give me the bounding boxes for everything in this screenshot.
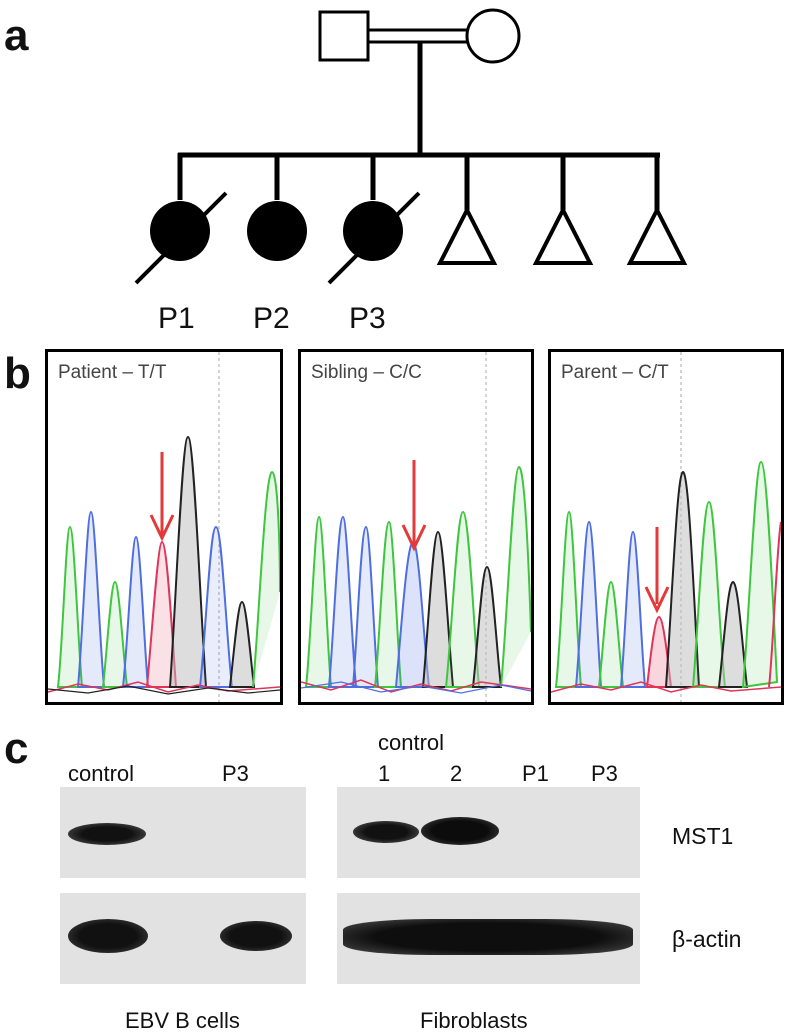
individual-label-p2: P2 [253,302,290,335]
p3-deceased-slash [327,191,421,285]
panel-c-letter: c [4,724,29,773]
band [68,823,146,845]
band [343,919,633,955]
p1-affected-circle [150,201,210,261]
lane-label-control-1: 1 [378,761,391,786]
father-square [318,10,370,62]
band [68,919,148,953]
p2-affected-circle [247,201,307,261]
lane-label-p3-right: P3 [591,761,618,786]
blot-ebv-mst1 [60,787,306,878]
chromatogram-patient: Patient – T/T [45,349,283,705]
blot-fibroblast-mst1 [337,787,640,878]
triangle-6 [626,205,688,265]
chromatogram-sibling: Sibling – C/C [298,349,534,705]
p1-deceased-slash [134,191,228,285]
lane-label-p3-left: P3 [222,761,249,786]
pedigree-diagram [134,8,688,285]
chromatogram-title: Sibling – C/C [311,362,422,383]
lane-header-control: control [378,730,445,755]
caption-fibroblasts: Fibroblasts [420,1008,528,1033]
row-label-mst1: MST1 [672,823,734,849]
chromatogram-title: Parent – C/T [561,362,669,383]
chromatogram-title: Patient – T/T [58,362,167,383]
triangle-4 [436,205,498,265]
triangle-5 [532,205,594,265]
chromatogram-parent: Parent – C/T [548,349,784,705]
row-label-actin: β-actin [672,926,742,952]
caption-ebv-b-cells: EBV B cells [125,1008,240,1033]
lane-label-control: control [68,761,135,786]
lane-label-p1: P1 [522,761,549,786]
band [220,921,292,951]
blot-ebv-actin [60,893,306,984]
panel-b-letter: b [4,349,31,398]
band [353,821,419,843]
band [421,817,499,845]
mother-circle [465,8,521,64]
blot-fibroblast-actin [337,893,640,984]
individual-label-p3: P3 [349,302,386,335]
individual-label-p1: P1 [158,302,195,335]
p3-affected-circle [343,201,403,261]
lane-label-control-2: 2 [450,761,463,786]
panel-a-letter: a [4,11,29,60]
